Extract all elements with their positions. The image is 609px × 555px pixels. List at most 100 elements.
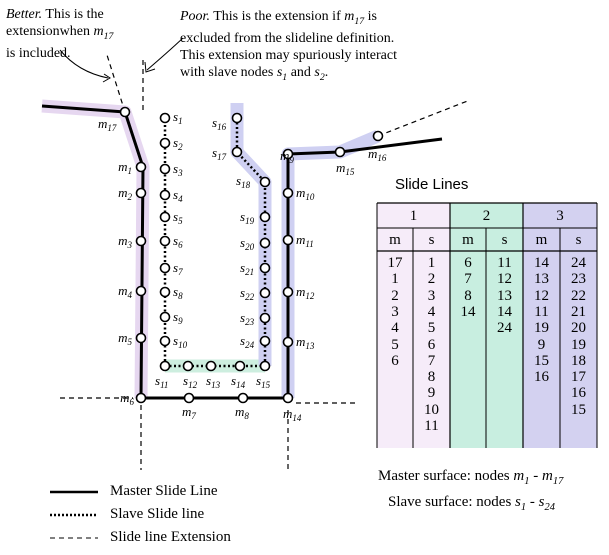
node-label-s22: s22 xyxy=(240,285,255,302)
better-text-2: extensionwhen xyxy=(6,24,94,39)
node-label-m7: m7 xyxy=(182,404,196,421)
node-label-m3: m3 xyxy=(118,233,132,250)
table-cell: 24 xyxy=(497,320,512,337)
table-cell: 11 xyxy=(497,255,512,271)
node-label-s1: s1 xyxy=(173,109,183,126)
table-cell: 10 xyxy=(424,401,439,418)
table-title: Slide Lines xyxy=(395,176,469,193)
node-label-m11: m11 xyxy=(296,232,314,249)
better-title: Better. xyxy=(6,7,43,22)
node-label-m17: m17 xyxy=(98,116,117,133)
table-cell: 24 xyxy=(571,255,586,271)
node-label-s4: s4 xyxy=(173,187,183,204)
node-label-s15: s15 xyxy=(256,373,271,390)
node-label-s16: s16 xyxy=(212,115,227,132)
master-summary-prefix: Master surface: nodes xyxy=(378,468,514,484)
table-cell: 6 xyxy=(391,352,399,369)
col-header-1: s xyxy=(428,232,435,248)
node-label-m8: m8 xyxy=(235,404,249,421)
table-cell: 5 xyxy=(391,336,399,353)
node-label-m14: m14 xyxy=(283,406,302,423)
node-label-s12: s12 xyxy=(183,373,198,390)
node-label-m15: m15 xyxy=(336,160,355,177)
node-label-s23: s23 xyxy=(240,310,255,327)
node-label-s11: s11 xyxy=(155,373,168,390)
node-label-s2: s2 xyxy=(173,135,183,152)
table-cell: 13 xyxy=(534,271,549,288)
node-label-s24: s24 xyxy=(240,333,255,350)
highlight-bands xyxy=(41,99,381,399)
poor-text-4: with slave nodes xyxy=(180,64,277,80)
node-label-s6: s6 xyxy=(173,233,183,250)
table-cell: 9 xyxy=(537,336,546,353)
annotation-arrows xyxy=(59,37,184,83)
table-cell: 19 xyxy=(571,336,586,353)
master-nodes xyxy=(119,106,384,404)
col-header-5: s xyxy=(575,232,582,248)
table-cell: 21 xyxy=(571,303,586,320)
table-cell: 5 xyxy=(427,320,436,337)
table-cell: 11 xyxy=(534,303,549,320)
node-label-s21: s21 xyxy=(240,260,254,277)
legend-slave: Slave Slide line xyxy=(110,506,205,522)
poor-text-1b: is xyxy=(364,9,378,24)
group-header-3: 3 xyxy=(556,208,564,224)
master-summary-sep: - xyxy=(529,468,542,484)
group-header-2: 2 xyxy=(482,208,491,224)
master-slide-line xyxy=(41,104,443,400)
table-cell: 4 xyxy=(427,303,436,320)
table-cell: 14 xyxy=(534,255,549,271)
table-cell: 23 xyxy=(571,271,586,288)
table-cell: 17 xyxy=(387,255,403,271)
node-label-s17: s17 xyxy=(212,145,227,162)
table-cell: 12 xyxy=(534,287,549,304)
slave-nodes xyxy=(159,112,271,372)
table-cell: 3 xyxy=(391,303,399,320)
node-label-m1: m1 xyxy=(118,159,132,176)
master-summary-to: m17 xyxy=(541,468,564,487)
extension-lines xyxy=(60,54,471,470)
table-cell: 6 xyxy=(427,336,436,353)
table-cell: 1 xyxy=(391,271,399,288)
node-label-m2: m2 xyxy=(118,185,132,202)
node-label-m9: m9 xyxy=(280,148,294,165)
col-header-3: s xyxy=(501,232,508,248)
table-cell: 15 xyxy=(571,401,586,418)
table-cell: 8 xyxy=(464,287,472,304)
node-label-s20: s20 xyxy=(240,235,255,252)
slave-surface-summary: Slave surface: nodes s1 - s24 xyxy=(388,494,555,513)
col-header-2: m xyxy=(462,232,474,248)
table-cell: 16 xyxy=(571,385,586,402)
table-cell: 2 xyxy=(391,287,399,304)
table-cell: 6 xyxy=(464,255,472,271)
poor-text-3: This extension may spuriously interact xyxy=(180,47,397,63)
legend-lines xyxy=(50,490,98,539)
poor-text-2: excluded from the slideline definition. xyxy=(180,30,395,46)
col-header-0: m xyxy=(389,232,401,248)
slave-summary-from: s1 xyxy=(515,494,527,513)
band-slide-line-1 xyxy=(41,99,150,399)
table-cell: 4 xyxy=(391,320,399,337)
table-cell: 8 xyxy=(427,369,436,386)
table-cell: 20 xyxy=(571,320,586,337)
slave-summary-prefix: Slave surface: nodes xyxy=(388,494,516,510)
node-label-m13: m13 xyxy=(296,334,315,351)
node-label-s9: s9 xyxy=(173,309,183,326)
slide-lines-table-grid xyxy=(376,202,598,448)
col-header-4: m xyxy=(535,232,548,248)
poor-s2: s2 xyxy=(314,64,325,83)
band-slide-line-3-master xyxy=(281,130,381,398)
node-label-m6: m6 xyxy=(120,390,134,407)
table-cell: 9 xyxy=(427,385,436,402)
node-label-m12: m12 xyxy=(296,284,315,301)
table-cell: 7 xyxy=(464,271,472,288)
node-label-s19: s19 xyxy=(240,209,255,226)
poor-node: m17 xyxy=(344,9,365,27)
group-header-1: 1 xyxy=(409,208,418,224)
node-label-s13: s13 xyxy=(206,373,221,390)
table-cell: 14 xyxy=(497,303,512,320)
node-label-s10: s10 xyxy=(173,333,188,350)
table-cell: 15 xyxy=(534,352,549,369)
